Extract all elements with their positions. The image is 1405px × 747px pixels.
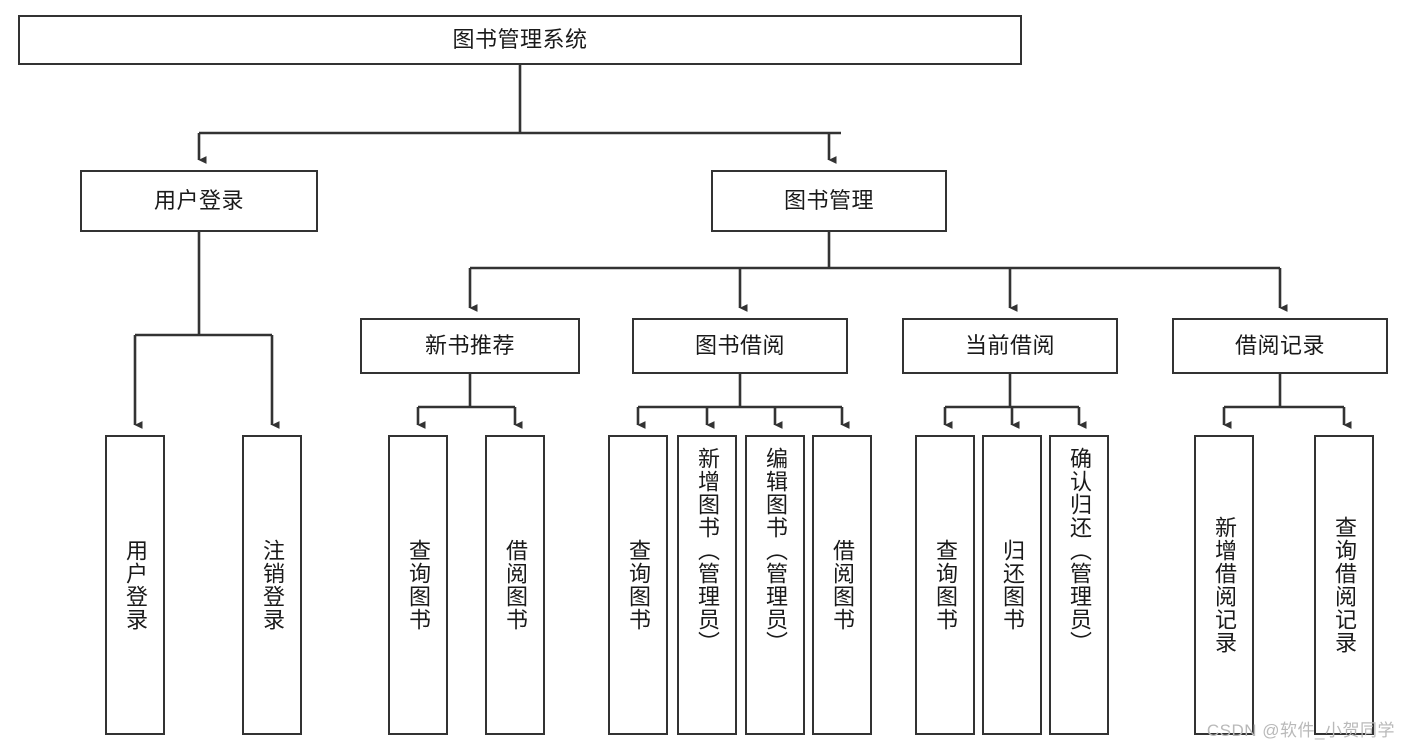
node-book-management[interactable]: 图书管理 — [711, 170, 947, 232]
node-leaf-query-book-borrow[interactable]: 查询图书 — [608, 435, 668, 735]
node-leaf-user-logout-label: 注销登录 — [259, 539, 285, 631]
node-leaf-user-login[interactable]: 用户登录 — [105, 435, 165, 735]
node-leaf-query-book-recommend[interactable]: 查询图书 — [388, 435, 448, 735]
node-leaf-confirm-return-admin[interactable]: 确认归还（管理员） — [1049, 435, 1109, 735]
node-leaf-query-book-current[interactable]: 查询图书 — [915, 435, 975, 735]
watermark-text: CSDN @软件_小贺同学 — [1206, 721, 1395, 740]
node-user-login-label: 用户登录 — [153, 187, 244, 213]
node-new-book-recommend-label: 新书推荐 — [424, 332, 515, 358]
node-leaf-borrow-book-recommend[interactable]: 借阅图书 — [485, 435, 545, 735]
node-leaf-query-borrow-record[interactable]: 查询借阅记录 — [1314, 435, 1374, 735]
node-leaf-borrow-book-label: 借阅图书 — [829, 539, 855, 631]
node-leaf-query-borrow-record-label: 查询借阅记录 — [1331, 516, 1357, 654]
node-leaf-borrow-book[interactable]: 借阅图书 — [812, 435, 872, 735]
node-leaf-query-book-recommend-label: 查询图书 — [405, 539, 431, 631]
node-new-book-recommend[interactable]: 新书推荐 — [360, 318, 580, 374]
node-current-borrow-label: 当前借阅 — [964, 332, 1055, 358]
node-leaf-edit-book-admin[interactable]: 编辑图书（管理员） — [745, 435, 805, 735]
node-borrow-record-label: 借阅记录 — [1234, 332, 1325, 358]
node-borrow-record[interactable]: 借阅记录 — [1172, 318, 1388, 374]
node-book-borrow[interactable]: 图书借阅 — [632, 318, 848, 374]
node-leaf-add-book-admin-label: 新增图书（管理员） — [694, 447, 720, 654]
node-leaf-add-borrow-record-label: 新增借阅记录 — [1211, 516, 1237, 654]
node-leaf-return-book[interactable]: 归还图书 — [982, 435, 1042, 735]
node-leaf-query-book-current-label: 查询图书 — [932, 539, 958, 631]
node-leaf-user-logout[interactable]: 注销登录 — [242, 435, 302, 735]
node-leaf-add-book-admin[interactable]: 新增图书（管理员） — [677, 435, 737, 735]
node-leaf-add-borrow-record[interactable]: 新增借阅记录 — [1194, 435, 1254, 735]
node-book-management-label: 图书管理 — [783, 187, 874, 213]
node-root-label: 图书管理系统 — [452, 26, 588, 52]
node-leaf-borrow-book-recommend-label: 借阅图书 — [502, 539, 528, 631]
node-current-borrow[interactable]: 当前借阅 — [902, 318, 1118, 374]
node-leaf-return-book-label: 归还图书 — [999, 539, 1025, 631]
node-leaf-edit-book-admin-label: 编辑图书（管理员） — [762, 447, 788, 654]
node-leaf-confirm-return-admin-label: 确认归还（管理员） — [1066, 447, 1092, 654]
node-leaf-user-login-label: 用户登录 — [122, 539, 148, 631]
node-book-borrow-label: 图书借阅 — [694, 332, 785, 358]
node-root[interactable]: 图书管理系统 — [18, 15, 1022, 65]
node-leaf-query-book-borrow-label: 查询图书 — [625, 539, 651, 631]
node-user-login[interactable]: 用户登录 — [80, 170, 318, 232]
